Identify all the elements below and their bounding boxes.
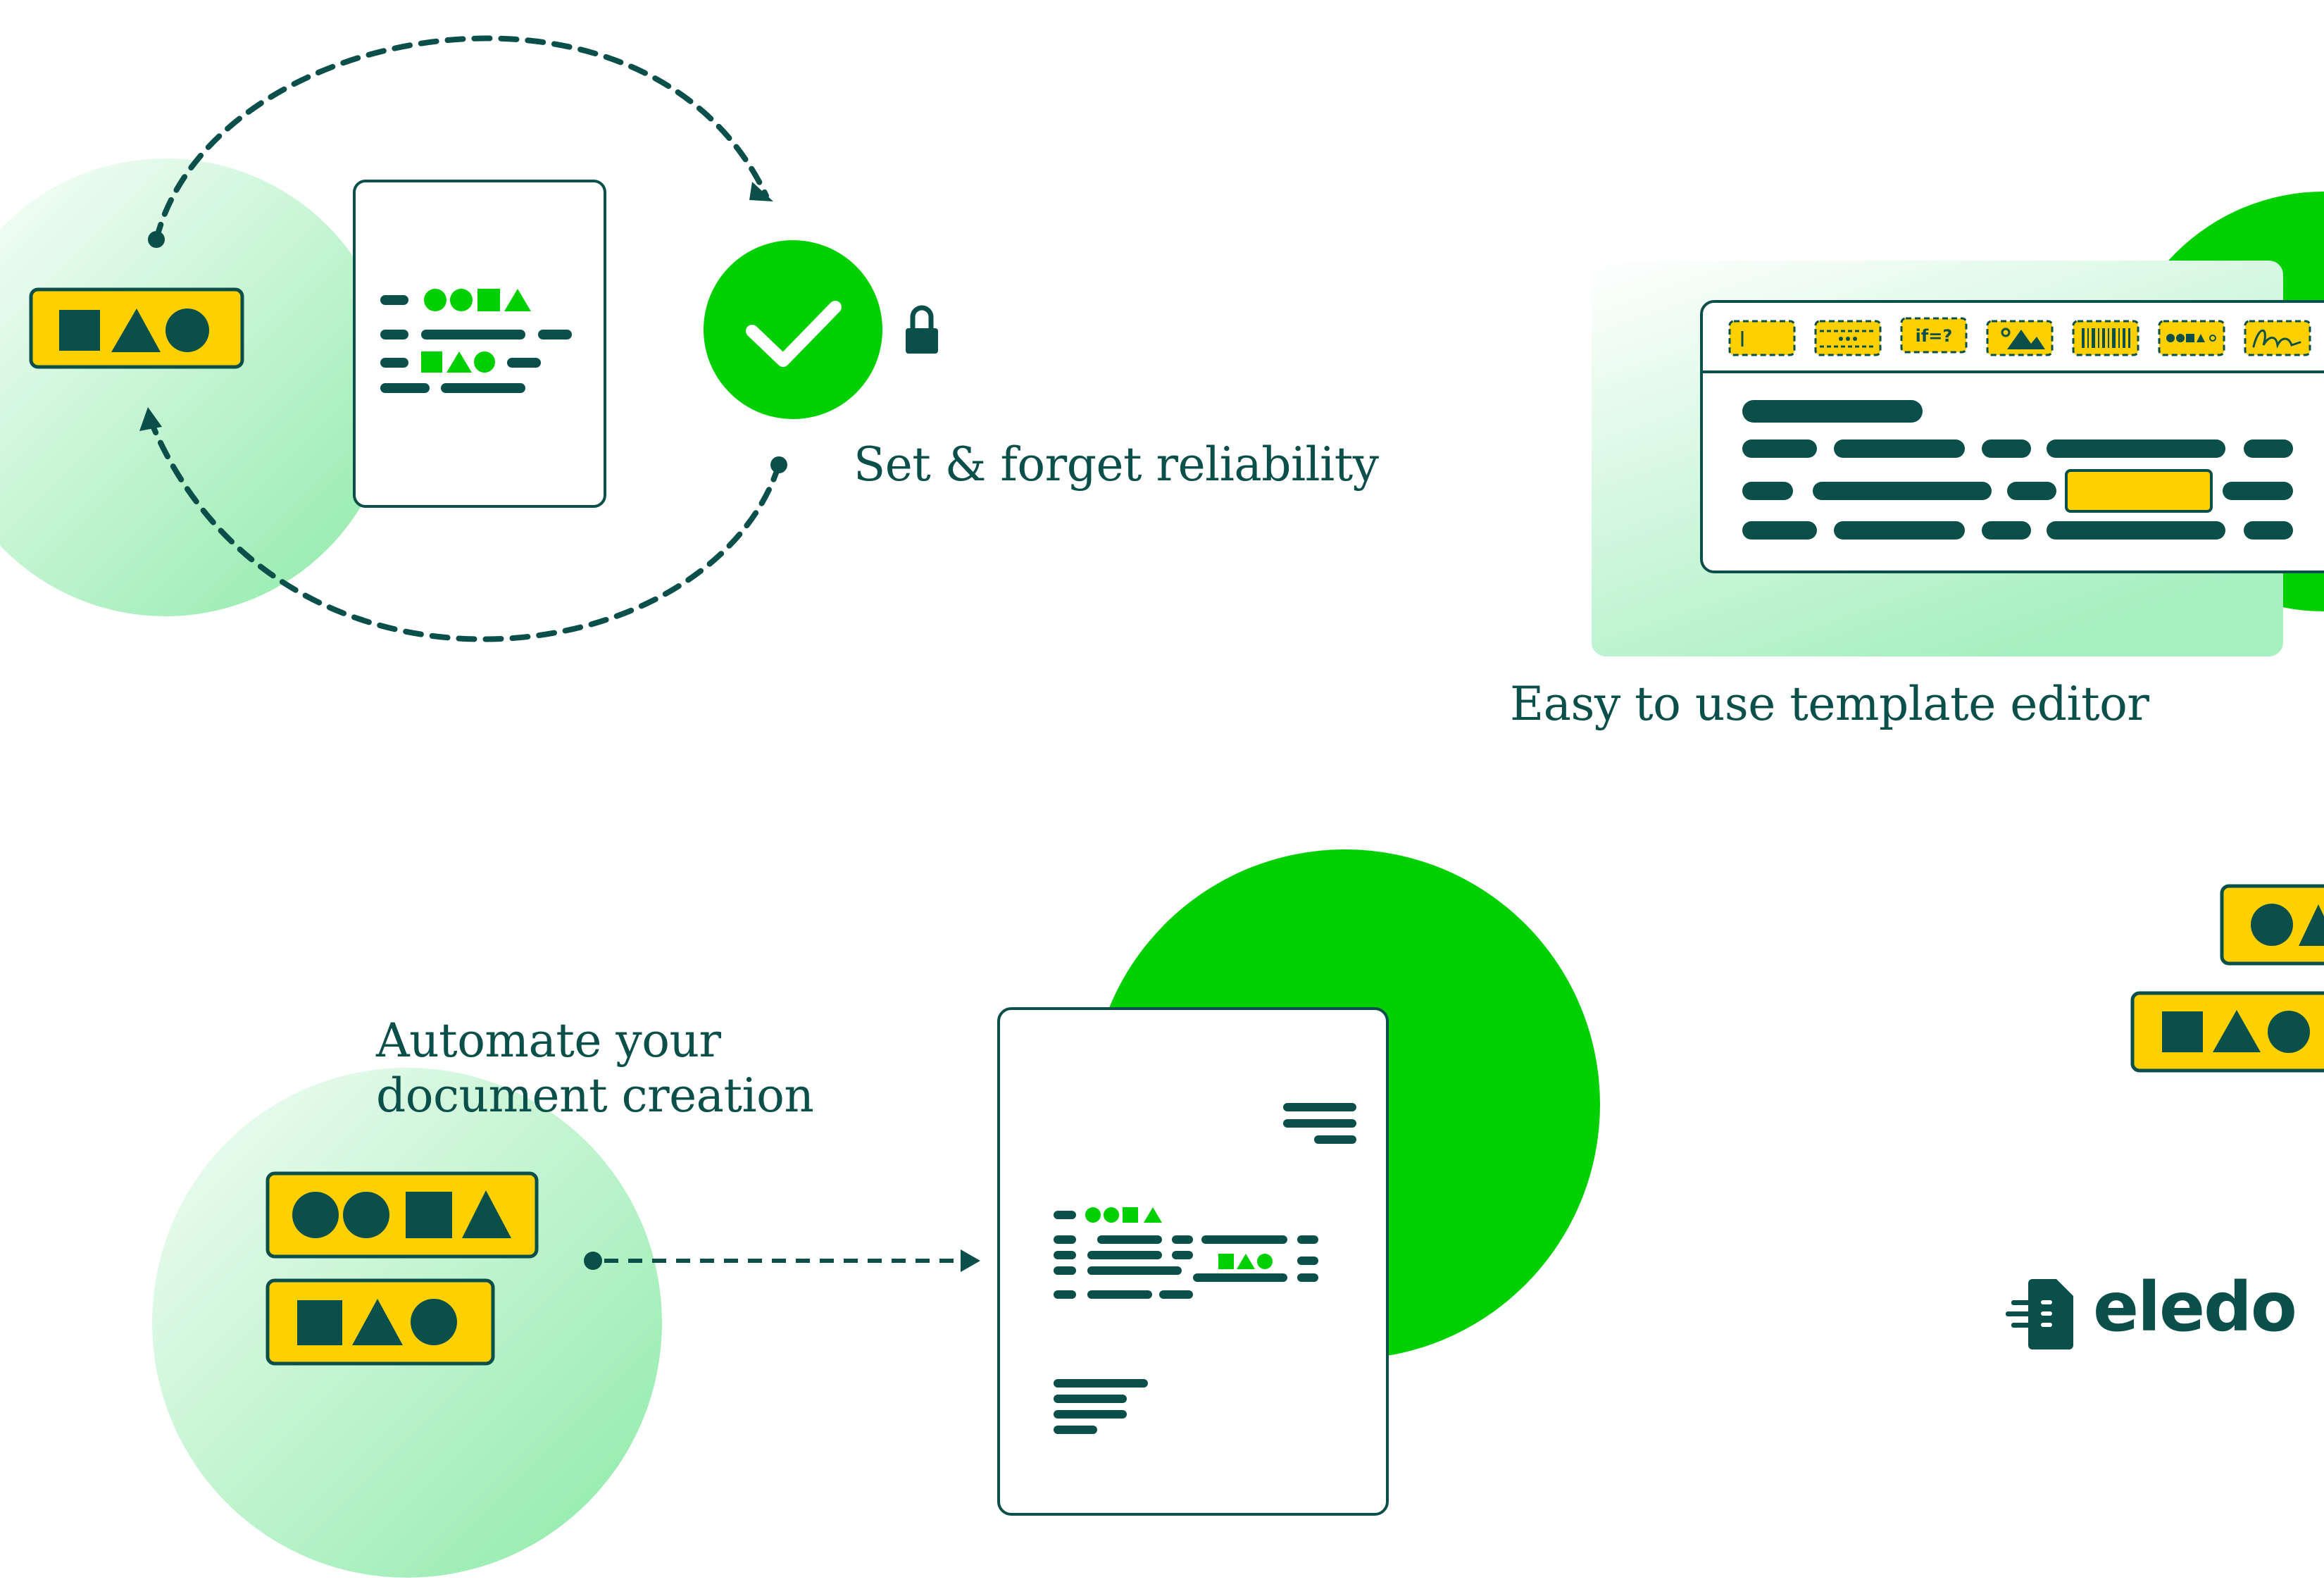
arrow-head-icon: [139, 407, 162, 431]
arrow-head-icon: [749, 182, 773, 201]
dashed-arc-top: [154, 35, 769, 242]
square-shape: [59, 310, 100, 351]
circle-shape: [165, 308, 209, 352]
reliability-caption: Set & forget reliability: [854, 437, 1379, 492]
editor-illustration: if=?: [1592, 192, 2324, 656]
checkmark-icon: [746, 301, 842, 367]
mint-circle-background: [0, 158, 394, 616]
shapes-icon[interactable]: [2158, 320, 2225, 356]
table-icon[interactable]: [1814, 320, 1882, 356]
dashed-arc-bottom: [149, 420, 782, 642]
checkmark-badge: [704, 240, 882, 419]
lock-icon: [906, 305, 938, 354]
arc-end-dot: [770, 456, 787, 473]
editor-window: if=?: [1700, 300, 2324, 573]
automate-caption-line-2: document creation: [376, 1068, 814, 1123]
triangle-shape: [111, 308, 161, 352]
arc-start-dot: [148, 231, 165, 248]
shapes-chip: [29, 287, 244, 369]
barcode-icon[interactable]: [2072, 320, 2139, 356]
condition-icon[interactable]: if=?: [1900, 317, 1968, 354]
selected-placeholder-field[interactable]: [2065, 469, 2213, 513]
image-icon[interactable]: [1986, 320, 2054, 356]
brand-logo-text: eledo: [2093, 1268, 2297, 1347]
automate-caption-line-1: Automate your: [376, 1014, 721, 1068]
shapes-chip: [265, 1278, 495, 1366]
eledo-logo-icon: [2006, 1279, 2073, 1349]
edge-shapes-chips: [2130, 884, 2324, 1073]
condition-label: if=?: [1916, 326, 1953, 346]
document-card: [353, 180, 606, 508]
reliability-illustration: [0, 35, 938, 642]
automate-illustration: [152, 849, 1600, 1578]
shapes-chip: [265, 1171, 539, 1259]
arrow-head-icon: [961, 1249, 980, 1272]
document-card: [997, 1007, 1389, 1516]
editor-caption: Easy to use template editor: [1510, 677, 2149, 731]
signature-icon[interactable]: [2244, 320, 2311, 356]
text-field-icon[interactable]: [1728, 320, 1796, 356]
connector-dot: [584, 1252, 602, 1270]
